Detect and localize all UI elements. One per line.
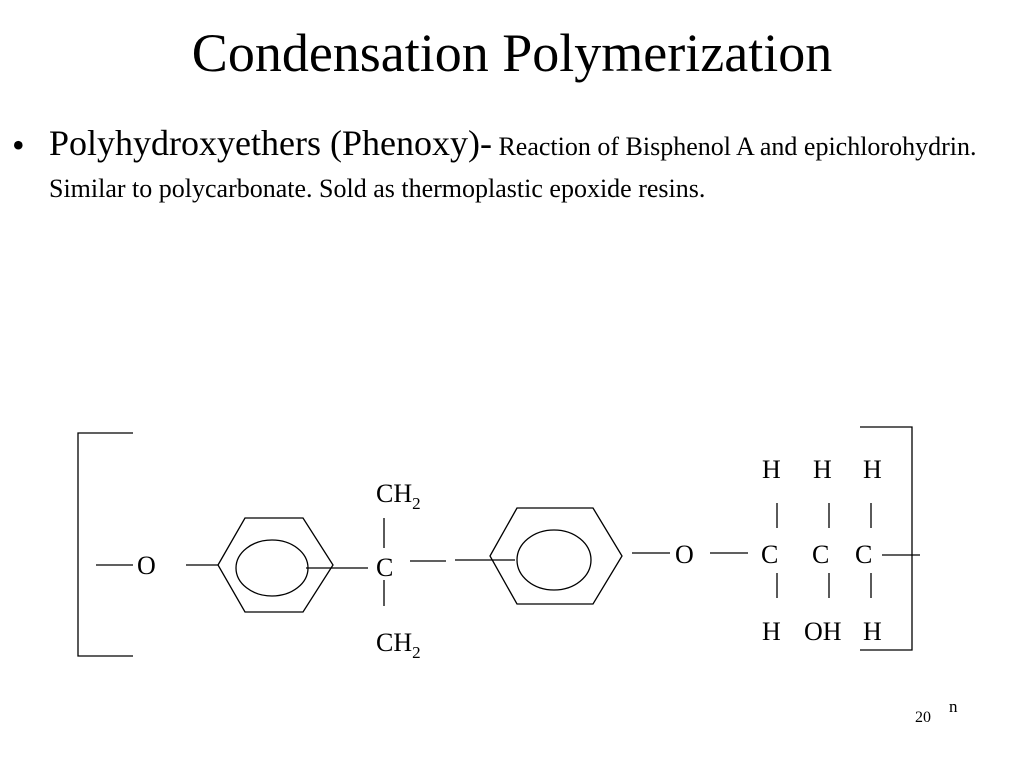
atom-top-h-3: H <box>863 455 882 484</box>
atom-bottom-oh: OH <box>804 617 842 646</box>
atom-bottom-methyl: CH2 <box>376 628 421 662</box>
atom-chain-c-2: C <box>812 540 829 569</box>
bullet-lead: Polyhydroxyethers (Phenoxy)- <box>49 123 492 163</box>
atom-center-carbon: C <box>376 553 393 582</box>
repeat-index: n <box>949 697 958 716</box>
benzene-ring-2 <box>489 507 623 605</box>
bullet-text: Polyhydroxyethers (Phenoxy)- Reaction of… <box>49 122 1017 210</box>
atom-left-oxygen: O <box>137 551 156 580</box>
benzene-ring-1 <box>217 517 334 613</box>
bullet-marker: • <box>12 125 25 165</box>
bullet-point: • Polyhydroxyethers (Phenoxy)- Reaction … <box>12 122 1017 210</box>
atom-top-h-1: H <box>762 455 781 484</box>
atom-bottom-h-3: H <box>863 617 882 646</box>
left-bracket <box>77 432 133 657</box>
atom-ether-oxygen: O <box>675 540 694 569</box>
bullet-body: Reaction of Bisphenol A and epichlorohyd… <box>49 132 977 203</box>
slide-number: 20 <box>915 709 931 726</box>
slide-title: Condensation Polymerization <box>191 23 833 83</box>
atom-chain-c-3: C <box>855 540 872 569</box>
atom-chain-c-1: C <box>761 540 778 569</box>
atom-bottom-h-1: H <box>762 617 781 646</box>
benzene-ring-1-aromatic-circle <box>235 539 309 597</box>
right-bracket <box>860 426 913 651</box>
atom-top-h-2: H <box>813 455 832 484</box>
atom-top-methyl: CH2 <box>376 479 421 513</box>
benzene-ring-2-aromatic-circle <box>516 529 592 591</box>
